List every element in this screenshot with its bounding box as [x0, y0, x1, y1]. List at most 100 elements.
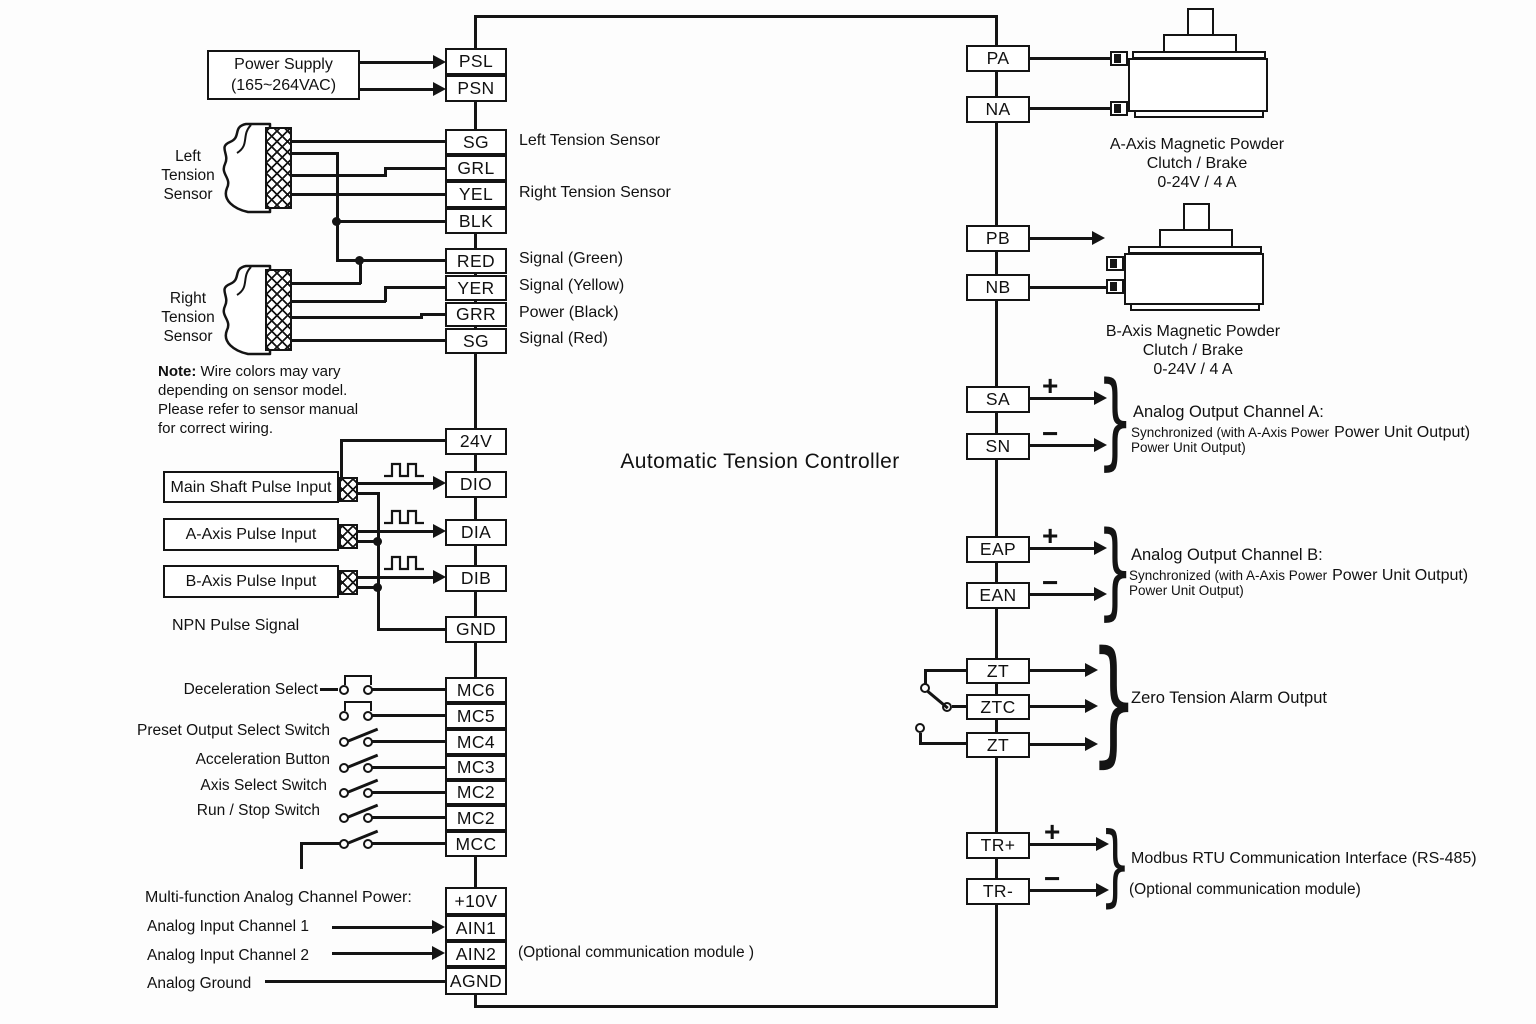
- eap-plus-sign: +: [1042, 520, 1059, 551]
- arrowhead-icon: [432, 919, 445, 934]
- main-shaft-connector: [339, 477, 358, 502]
- terminal-zt-bottom: ZT: [966, 732, 1030, 758]
- junction-dot: [354, 255, 364, 265]
- terminal-sg-right: SG: [445, 328, 507, 354]
- arrowhead-icon: [1085, 662, 1098, 677]
- wire: [358, 530, 434, 533]
- sn-minus-sign: −: [1042, 418, 1059, 449]
- diagram-title: Automatic Tension Controller: [620, 450, 900, 473]
- modbus-subtitle: (Optional communication module): [1129, 881, 1361, 898]
- wire: [420, 313, 446, 316]
- terminal-grr: GRR: [445, 302, 507, 327]
- label-analog-ground: Analog Ground: [147, 975, 252, 992]
- wire: [340, 439, 343, 478]
- wire: [1030, 107, 1111, 110]
- wire: [377, 628, 446, 631]
- arrowhead-icon: [1094, 390, 1107, 405]
- terminal-mc6: MC6: [445, 677, 507, 703]
- terminal-mc5: MC5: [445, 703, 507, 729]
- a-axis-connector: [339, 524, 358, 549]
- wire: [336, 152, 339, 262]
- right-sensor-cable-shield: [265, 269, 292, 351]
- b-axis-pulse-input-label: B-Axis Pulse Input: [185, 573, 317, 590]
- terminal-pa: PA: [966, 45, 1030, 72]
- switch-contact: [363, 737, 373, 747]
- clutch-part: [1187, 8, 1214, 36]
- wire: [384, 286, 446, 289]
- wire: [1030, 237, 1092, 240]
- wire: [320, 688, 338, 691]
- terminal-yel: YEL: [445, 181, 507, 208]
- wire: [292, 316, 422, 319]
- switch-contact: [363, 788, 373, 798]
- label-left-tension-sensor: Left Tension Sensor: [519, 132, 661, 149]
- a-axis-pulse-input-box: A-Axis Pulse Input: [163, 518, 339, 551]
- junction-dot: [331, 216, 341, 226]
- wire: [474, 15, 477, 1008]
- arrowhead-icon: [1096, 836, 1109, 851]
- analog-out-a-title: Analog Output Channel A:: [1133, 403, 1324, 421]
- relay-contact: [915, 723, 925, 733]
- wire: [919, 733, 922, 744]
- a-axis-pulse-input-label: A-Axis Pulse Input: [185, 526, 317, 543]
- label-optional-module-left: (Optional communication module ): [518, 944, 755, 961]
- terminal-nb: NB: [966, 274, 1030, 301]
- relay-contact: [920, 683, 930, 693]
- arrowhead-icon: [1094, 586, 1107, 601]
- pulse-waveform-icon: [384, 462, 424, 478]
- wire: [476, 15, 997, 18]
- pulse-waveform-icon: [384, 555, 424, 571]
- main-shaft-pulse-input-box: Main Shaft Pulse Input: [163, 471, 339, 503]
- wire: [265, 980, 446, 983]
- wire: [476, 1005, 997, 1008]
- terminal-gnd: GND: [445, 616, 507, 643]
- wire: [372, 842, 446, 845]
- right-tension-sensor-drawing: [222, 264, 272, 356]
- terminal-mc3: MC3: [445, 755, 507, 780]
- analog-out-a-sub1-tail: Power Unit Output): [1334, 424, 1471, 441]
- wire: [358, 586, 379, 589]
- label-axis-select-switch: Axis Select Switch: [200, 777, 327, 794]
- label-acceleration-button: Acceleration Button: [195, 751, 330, 768]
- clutch-part: [1134, 110, 1264, 118]
- terminal-dio: DIO: [445, 471, 507, 498]
- clutch-part: [1128, 58, 1268, 112]
- wire: [1030, 397, 1094, 400]
- pushbutton-cap: [344, 701, 372, 711]
- wire: [372, 714, 446, 717]
- wire: [341, 439, 446, 442]
- main-shaft-pulse-input-label: Main Shaft Pulse Input: [170, 478, 332, 496]
- right-sensor-label-2: Tension: [161, 309, 215, 326]
- label-analog-channel-power: Multi-function Analog Channel Power:: [145, 889, 412, 906]
- label-deceleration-select: Deceleration Select: [183, 681, 318, 698]
- label-run-stop-switch: Run / Stop Switch: [196, 802, 320, 819]
- label-analog-input-1: Analog Input Channel 1: [147, 918, 310, 935]
- terminal-mc4: MC4: [445, 729, 507, 755]
- wire: [1030, 286, 1107, 289]
- terminal-tab-mark: [1114, 54, 1121, 63]
- analog-out-b-sub2: Power Unit Output): [1129, 583, 1244, 598]
- power-supply-line2: (165~264VAC): [230, 77, 337, 94]
- sa-plus-sign: +: [1042, 370, 1059, 401]
- wire: [1030, 743, 1085, 746]
- arrowhead-icon: [432, 945, 445, 960]
- clutch-part: [1130, 303, 1260, 311]
- terminal-sn: SN: [966, 433, 1030, 460]
- terminal-ztc: ZTC: [966, 694, 1030, 720]
- terminal-mcc: MCC: [445, 831, 507, 857]
- arrowhead-icon: [1094, 540, 1107, 555]
- wire: [336, 220, 447, 223]
- terminal-eap: EAP: [966, 536, 1030, 563]
- terminal-tab-mark: [1114, 104, 1121, 113]
- terminal-dia: DIA: [445, 519, 507, 546]
- wire: [358, 576, 434, 579]
- wire: [377, 492, 380, 630]
- wire: [952, 705, 967, 708]
- wire: [358, 482, 434, 485]
- wire: [384, 167, 446, 170]
- wire: [1030, 669, 1085, 672]
- wire: [292, 174, 386, 177]
